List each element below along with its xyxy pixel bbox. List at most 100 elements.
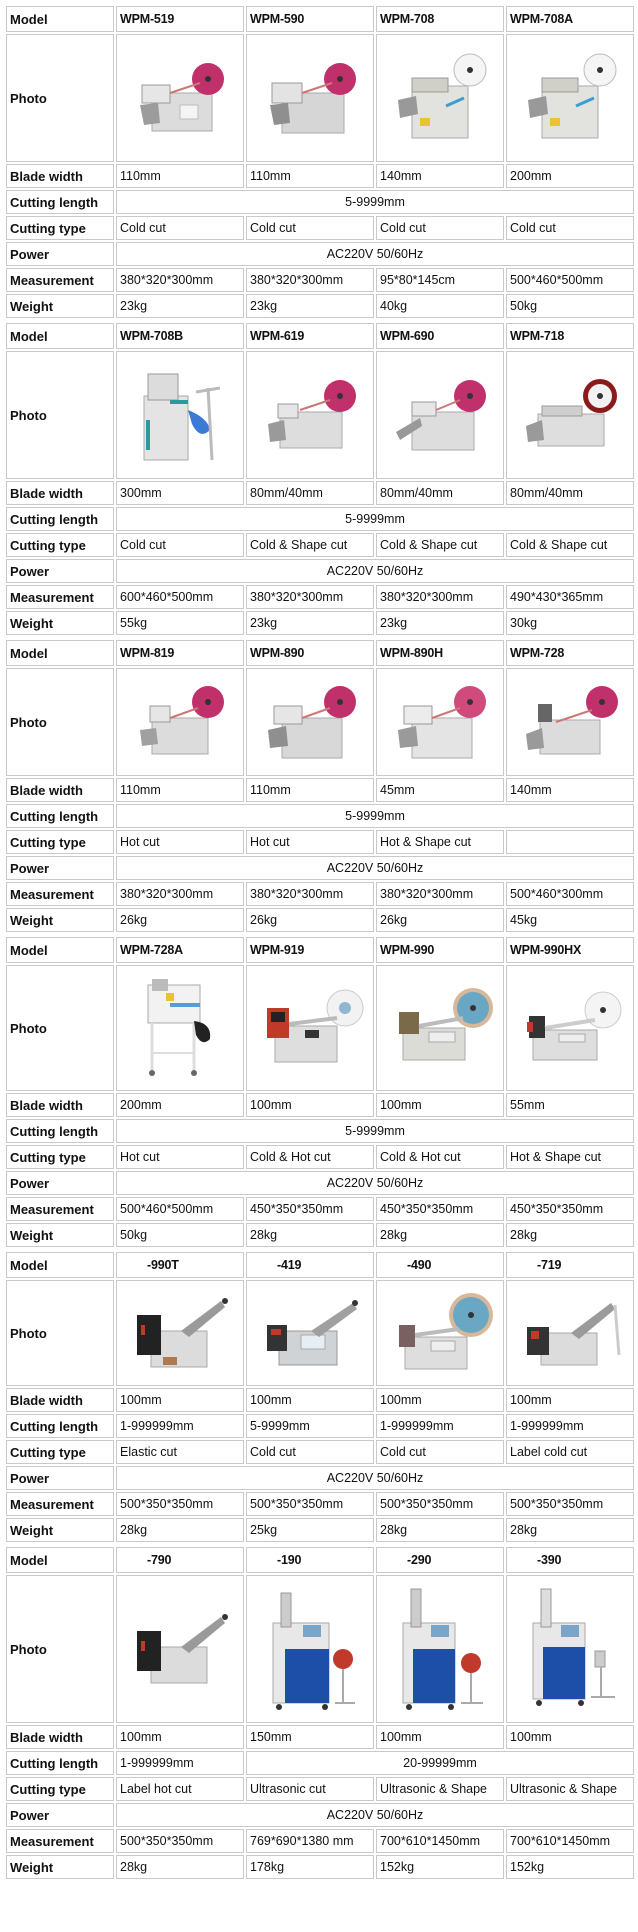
model-name: WPM-590 bbox=[246, 6, 374, 32]
cell: 110mm bbox=[246, 164, 374, 188]
machine-photo-pink-reel-icon bbox=[396, 380, 486, 451]
cell: Cold cut bbox=[246, 1440, 374, 1464]
cell: 700*610*1450mm bbox=[506, 1829, 634, 1853]
row-label: Power bbox=[6, 856, 114, 880]
machine-photo-white-reel-icon bbox=[398, 53, 487, 139]
machine-photo-ultrasonic-cabinet-icon bbox=[272, 1592, 355, 1710]
cell: 380*320*300mm bbox=[246, 585, 374, 609]
photo-row: Photo bbox=[6, 1280, 634, 1386]
blade-width-row: Blade width 100mm 150mm 100mm 100mm bbox=[6, 1725, 634, 1749]
machine-photo-white-reel-icon bbox=[527, 991, 622, 1061]
model-name: -990T bbox=[116, 1252, 244, 1278]
machine-photo bbox=[116, 965, 244, 1091]
cell: 380*320*300mm bbox=[376, 882, 504, 906]
cell: Ultrasonic & Shape bbox=[376, 1777, 504, 1801]
machine-photo bbox=[246, 351, 374, 479]
model-name: WPM-919 bbox=[246, 937, 374, 963]
cell: 110mm bbox=[116, 164, 244, 188]
row-label: Weight bbox=[6, 1223, 114, 1247]
weight-row: Weight 55kg 23kg 23kg 30kg bbox=[6, 611, 634, 635]
cell: 110mm bbox=[116, 778, 244, 802]
cell: 28kg bbox=[506, 1223, 634, 1247]
cell: 600*460*500mm bbox=[116, 585, 244, 609]
cutting-type-row: Cutting type Hot cut Hot cut Hot & Shape… bbox=[6, 830, 634, 854]
cell: 5-9999mm bbox=[246, 1414, 374, 1438]
cell: AC220V 50/60Hz bbox=[116, 1466, 634, 1490]
measurement-row: Measurement 380*320*300mm 380*320*300mm … bbox=[6, 882, 634, 906]
row-label: Cutting length bbox=[6, 804, 114, 828]
machine-photo-white-reel-icon bbox=[528, 53, 617, 139]
cutting-type-row: Cutting type Elastic cut Cold cut Cold c… bbox=[6, 1440, 634, 1464]
machine-photo-arm-feeder-icon bbox=[137, 1298, 228, 1368]
model-row: Model WPM-519 WPM-590 WPM-708 WPM-708A bbox=[6, 6, 634, 32]
cell: Cold & Shape cut bbox=[506, 533, 634, 557]
row-label: Photo bbox=[6, 34, 114, 162]
machine-photo bbox=[116, 668, 244, 776]
spec-table-block-3: Model WPM-819 WPM-890 WPM-890H WPM-728 P… bbox=[4, 638, 636, 934]
machine-photo bbox=[116, 1280, 244, 1386]
weight-row: Weight 28kg 25kg 28kg 28kg bbox=[6, 1518, 634, 1542]
model-name: WPM-990 bbox=[376, 937, 504, 963]
row-label: Measurement bbox=[6, 1829, 114, 1853]
machine-photo bbox=[376, 34, 504, 162]
cell: 380*320*300mm bbox=[376, 585, 504, 609]
cutting-length-row: Cutting length 1-999999mm 5-9999mm 1-999… bbox=[6, 1414, 634, 1438]
cell: 450*350*350mm bbox=[506, 1197, 634, 1221]
model-name: WPM-819 bbox=[116, 640, 244, 666]
cell: Cold cut bbox=[116, 533, 244, 557]
row-label: Photo bbox=[6, 1575, 114, 1723]
cell: Ultrasonic cut bbox=[246, 1777, 374, 1801]
spec-table-block-6: Model -790 -190 -290 -390 Photo Blade wi… bbox=[4, 1545, 636, 1881]
cell: 178kg bbox=[246, 1855, 374, 1879]
cell: 5-9999mm bbox=[116, 804, 634, 828]
cell: 28kg bbox=[116, 1518, 244, 1542]
spec-table-block-1: Model WPM-519 WPM-590 WPM-708 WPM-708A P… bbox=[4, 4, 636, 320]
row-label: Blade width bbox=[6, 164, 114, 188]
model-name: -790 bbox=[116, 1547, 244, 1573]
cell: Label cold cut bbox=[506, 1440, 634, 1464]
cell: 380*320*300mm bbox=[116, 268, 244, 292]
model-name: -719 bbox=[506, 1252, 634, 1278]
row-label: Model bbox=[6, 6, 114, 32]
model-name: WPM-708A bbox=[506, 6, 634, 32]
measurement-row: Measurement 500*350*350mm 769*690*1380 m… bbox=[6, 1829, 634, 1853]
machine-photo-ultrasonic-cabinet-icon bbox=[532, 1588, 615, 1706]
machine-photo bbox=[506, 1280, 634, 1386]
cell: 5-9999mm bbox=[116, 1119, 634, 1143]
blade-width-row: Blade width 110mm 110mm 45mm 140mm bbox=[6, 778, 634, 802]
spec-sheet: Model WPM-519 WPM-590 WPM-708 WPM-708A P… bbox=[4, 4, 636, 1881]
cell: Cold cut bbox=[246, 216, 374, 240]
power-row: Power AC220V 50/60Hz bbox=[6, 856, 634, 880]
cell: 150mm bbox=[246, 1725, 374, 1749]
row-label: Model bbox=[6, 640, 114, 666]
row-label: Cutting type bbox=[6, 1145, 114, 1169]
cell: Hot & Shape cut bbox=[376, 830, 504, 854]
cutting-type-row: Cutting type Cold cut Cold cut Cold cut … bbox=[6, 216, 634, 240]
cell: 20-99999mm bbox=[246, 1751, 634, 1775]
machine-photo bbox=[376, 1575, 504, 1723]
cell: 100mm bbox=[376, 1388, 504, 1412]
cell: Elastic cut bbox=[116, 1440, 244, 1464]
cell: 23kg bbox=[116, 294, 244, 318]
machine-photo-cabinet-blue-stand-icon bbox=[143, 373, 221, 461]
cell: 95*80*145cm bbox=[376, 268, 504, 292]
cell: 26kg bbox=[376, 908, 504, 932]
power-row: Power AC220V 50/60Hz bbox=[6, 1803, 634, 1827]
machine-photo bbox=[246, 1280, 374, 1386]
machine-photo bbox=[376, 965, 504, 1091]
machine-photo-pink-reel-icon bbox=[270, 63, 356, 134]
machine-photo-pink-reel-icon bbox=[140, 686, 224, 755]
row-label: Power bbox=[6, 1171, 114, 1195]
cell: 1-999999mm bbox=[506, 1414, 634, 1438]
blade-width-row: Blade width 200mm 100mm 100mm 55mm bbox=[6, 1093, 634, 1117]
row-label: Weight bbox=[6, 908, 114, 932]
cell: 200mm bbox=[506, 164, 634, 188]
cell: 769*690*1380 mm bbox=[246, 1829, 374, 1853]
model-row: Model -790 -190 -290 -390 bbox=[6, 1547, 634, 1573]
cell: 50kg bbox=[506, 294, 634, 318]
cell: 300mm bbox=[116, 481, 244, 505]
cell: Hot cut bbox=[246, 830, 374, 854]
cell: 50kg bbox=[116, 1223, 244, 1247]
row-label: Weight bbox=[6, 294, 114, 318]
model-name: WPM-718 bbox=[506, 323, 634, 349]
